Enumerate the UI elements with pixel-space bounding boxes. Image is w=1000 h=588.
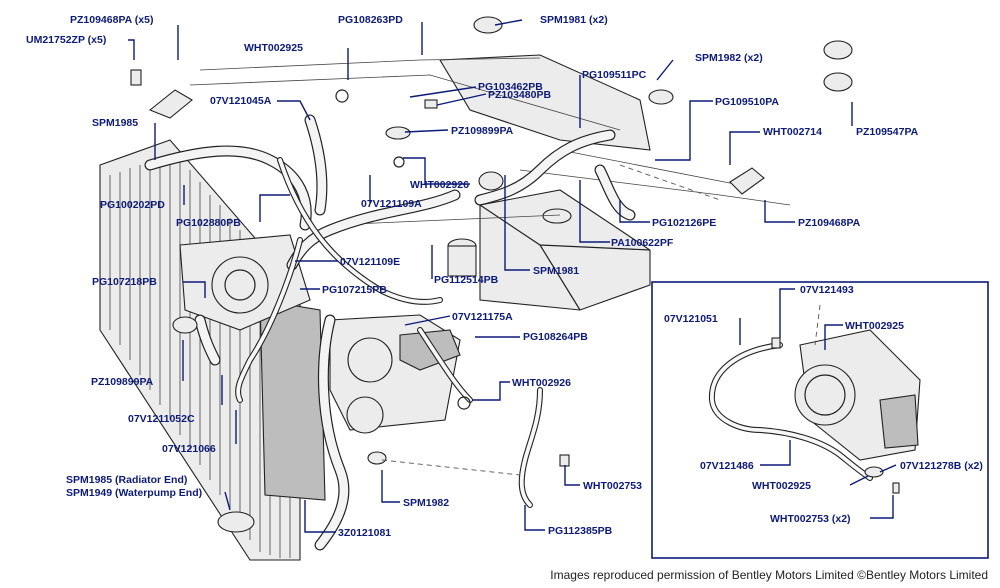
label-pz103480pb[interactable]: PZ103480PB bbox=[488, 89, 552, 101]
label-spm1981[interactable]: SPM1981 bbox=[533, 265, 580, 277]
label-pg109510pa[interactable]: PG109510PA bbox=[715, 96, 780, 108]
label-wht002714[interactable]: WHT002714 bbox=[763, 126, 822, 138]
label-pz109899pa-top[interactable]: PZ109899PA bbox=[451, 125, 514, 137]
label-pg102880pb[interactable]: PG102880PB bbox=[176, 217, 241, 229]
label-pz109547pa[interactable]: PZ109547PA bbox=[856, 126, 919, 138]
label-pg109511pc[interactable]: PG109511PC bbox=[582, 69, 647, 81]
label-pg102126pe[interactable]: PG102126PE bbox=[652, 217, 717, 229]
label-spm1985-radiator-end[interactable]: SPM1985 (Radiator End) bbox=[66, 474, 188, 486]
label-07v121486[interactable]: 07V121486 bbox=[700, 460, 754, 472]
label-spm1985[interactable]: SPM1985 bbox=[92, 117, 139, 129]
label-pg107215pb[interactable]: PG107215PB bbox=[322, 284, 387, 296]
label-pa100622pf[interactable]: PA100622PF bbox=[611, 237, 674, 249]
label-wht002926-mid[interactable]: WHT002926 bbox=[512, 377, 571, 389]
clips-and-fixings bbox=[130, 16, 853, 533]
label-07v121109a[interactable]: 07V121109A bbox=[361, 198, 422, 210]
label-pg108263pd[interactable]: PG108263PD bbox=[338, 14, 403, 26]
label-07v121175a[interactable]: 07V121175A bbox=[452, 311, 513, 323]
label-spm1981-x2[interactable]: SPM1981 (x2) bbox=[540, 14, 608, 26]
guide-dashes bbox=[381, 164, 821, 476]
bleed-pipes bbox=[235, 157, 543, 508]
label-wht002925-inset[interactable]: WHT002925 bbox=[845, 320, 904, 332]
expansion-tank bbox=[447, 189, 651, 311]
leader-lines bbox=[128, 19, 897, 533]
label-wht002753-mid[interactable]: WHT002753 bbox=[583, 480, 642, 492]
label-3z0121081[interactable]: 3Z0121081 bbox=[338, 527, 392, 539]
label-07v121066[interactable]: 07V121066 bbox=[162, 443, 216, 455]
label-pg108264pb[interactable]: PG108264PB bbox=[523, 331, 588, 343]
label-pg112385pb[interactable]: PG112385PB bbox=[548, 525, 613, 537]
label-wht002925-inset-low[interactable]: WHT002925 bbox=[752, 480, 811, 492]
label-spm1949-waterpump-end[interactable]: SPM1949 (Waterpump End) bbox=[66, 487, 203, 499]
coolant-hoses bbox=[144, 114, 636, 551]
label-pz109468pa[interactable]: PZ109468PA bbox=[798, 217, 861, 229]
label-um21752zp-x5[interactable]: UM21752ZP (x5) bbox=[26, 34, 107, 46]
engine-top bbox=[189, 54, 791, 226]
label-wht002926-top[interactable]: WHT002926 bbox=[410, 179, 469, 191]
label-07v121278b-x2[interactable]: 07V121278B (x2) bbox=[900, 460, 983, 472]
label-07v121493[interactable]: 07V121493 bbox=[800, 284, 854, 296]
label-07v121109e[interactable]: 07V121109E bbox=[340, 256, 401, 268]
label-pg103462pb[interactable]: PG103462PB bbox=[478, 81, 543, 93]
label-pz109899pa-left[interactable]: PZ109899PA bbox=[91, 376, 154, 388]
label-pg107218pb[interactable]: PG107218PB bbox=[92, 276, 157, 288]
label-wht002753-x2[interactable]: WHT002753 (x2) bbox=[770, 513, 851, 525]
label-wht002925-top[interactable]: WHT002925 bbox=[244, 42, 303, 54]
label-spm1982[interactable]: SPM1982 bbox=[403, 497, 450, 509]
label-pz109468pa-x5[interactable]: PZ109468PA (x5) bbox=[70, 14, 154, 26]
label-pg100202pd[interactable]: PG100202PD bbox=[100, 199, 165, 211]
copyright-notice: Images reproduced permission of Bentley … bbox=[550, 568, 988, 582]
label-07v1211052c[interactable]: 07V1211052C bbox=[128, 413, 195, 425]
label-spm1982-x2[interactable]: SPM1982 (x2) bbox=[695, 52, 763, 64]
label-07v121051[interactable]: 07V121051 bbox=[664, 313, 718, 325]
label-07v121045a[interactable]: 07V121045A bbox=[210, 95, 272, 107]
inset-frame bbox=[651, 281, 989, 559]
label-pg112514pb[interactable]: PG112514PB bbox=[434, 274, 499, 286]
inset-thermostat-housing bbox=[708, 329, 921, 494]
